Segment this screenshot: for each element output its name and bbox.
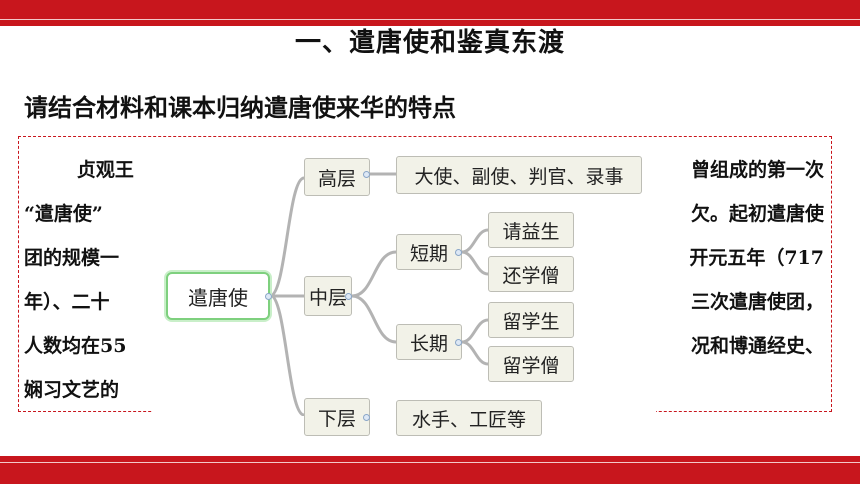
- node-member-label: 请益生: [502, 220, 560, 243]
- passage-text: 贞观王 曾组成的第一次 “遣唐使” 欠。起初遣唐使 团的规模一 开元五年（717 年）…: [24, 148, 824, 412]
- passage-line-right: 开元五年（717: [689, 247, 824, 269]
- node-member-label: 留学生: [502, 310, 560, 333]
- passage-line-left: 贞观王: [24, 159, 134, 181]
- node-short-term-member[interactable]: 请益生: [488, 212, 574, 248]
- node-member-label: 留学僧: [502, 354, 560, 377]
- node-member-label: 还学僧: [502, 264, 560, 287]
- bottom-banner-stripe: [0, 462, 860, 463]
- node-upper-members-label: 大使、副使、判官、录事: [414, 165, 624, 188]
- node-middle[interactable]: 中层: [304, 276, 352, 316]
- node-lower-members[interactable]: 水手、工匠等: [396, 400, 542, 436]
- top-banner: [0, 0, 860, 26]
- collapse-dot-icon[interactable]: [265, 293, 272, 300]
- connector-root-lower: [268, 293, 306, 416]
- passage-line: 人数均在55 况和博通经史、: [24, 324, 824, 368]
- node-root-label: 遣唐使: [188, 285, 248, 310]
- passage-line: 年）、二十 三次遣唐使团，: [24, 280, 824, 324]
- node-lower[interactable]: 下层: [304, 398, 370, 436]
- passage-line-left: 年）、二十: [24, 291, 110, 313]
- bottom-banner: [0, 456, 860, 484]
- slide-title: 一、遣唐使和鉴真东渡: [294, 28, 565, 58]
- collapse-dot-icon[interactable]: [363, 414, 370, 421]
- node-short-term-member[interactable]: 还学僧: [488, 256, 574, 292]
- passage-line: 团的规模一 开元五年（717: [24, 236, 824, 280]
- top-banner-stripe: [0, 19, 860, 20]
- node-long-term[interactable]: 长期: [396, 324, 462, 360]
- node-short-term-label: 短期: [409, 242, 448, 265]
- passage-line-left: 人数均在55: [24, 335, 127, 357]
- node-upper-label: 高层: [317, 167, 356, 190]
- node-long-term-label: 长期: [409, 332, 448, 355]
- node-short-term[interactable]: 短期: [396, 234, 462, 270]
- collapse-dot-icon[interactable]: [363, 171, 370, 178]
- node-long-term-member[interactable]: 留学生: [488, 302, 574, 338]
- passage-line-right: 三次遣唐使团，: [690, 291, 824, 313]
- collapse-dot-icon[interactable]: [455, 339, 462, 346]
- passage-line-right: 况和博通经史、: [690, 335, 824, 357]
- passage-line: 娴习文艺的: [24, 368, 824, 412]
- node-long-term-member[interactable]: 留学僧: [488, 346, 574, 382]
- connector-short-1: [460, 228, 490, 254]
- node-lower-label: 下层: [317, 407, 356, 430]
- connector-middle-long: [350, 294, 398, 344]
- node-upper-members[interactable]: 大使、副使、判官、录事: [396, 156, 642, 194]
- passage-line-left: “遣唐使”: [24, 203, 103, 225]
- node-middle-label: 中层: [308, 286, 347, 309]
- collapse-dot-icon[interactable]: [345, 293, 352, 300]
- collapse-dot-icon[interactable]: [455, 249, 462, 256]
- connector-short-2: [460, 250, 490, 276]
- node-upper[interactable]: 高层: [304, 158, 370, 196]
- passage-line-left: 团的规模一: [24, 247, 120, 269]
- question-heading: 请结合材料和课本归纳遣唐使来华的特点: [24, 94, 456, 122]
- node-lower-members-label: 水手、工匠等: [411, 408, 526, 431]
- connector-long-2: [460, 340, 490, 366]
- node-root[interactable]: 遣唐使: [166, 272, 270, 320]
- passage-line-left: 娴习文艺的: [24, 379, 120, 401]
- passage-line: 贞观王 曾组成的第一次: [24, 148, 824, 192]
- passage-line: “遣唐使” 欠。起初遣唐使: [24, 192, 824, 236]
- mindmap-connectors: [268, 172, 490, 416]
- passage-line-right: 欠。起初遣唐使: [690, 203, 824, 225]
- connector-middle-short: [350, 250, 398, 298]
- connector-root-upper: [268, 176, 306, 298]
- mindmap-panel: 遣唐使 高层 大使、副使、判官、录事 中层 短期 请益生 还学僧 长期 留学生 …: [152, 148, 656, 436]
- passage-line-right: 曾组成的第一次: [690, 159, 824, 181]
- connector-long-1: [460, 318, 490, 344]
